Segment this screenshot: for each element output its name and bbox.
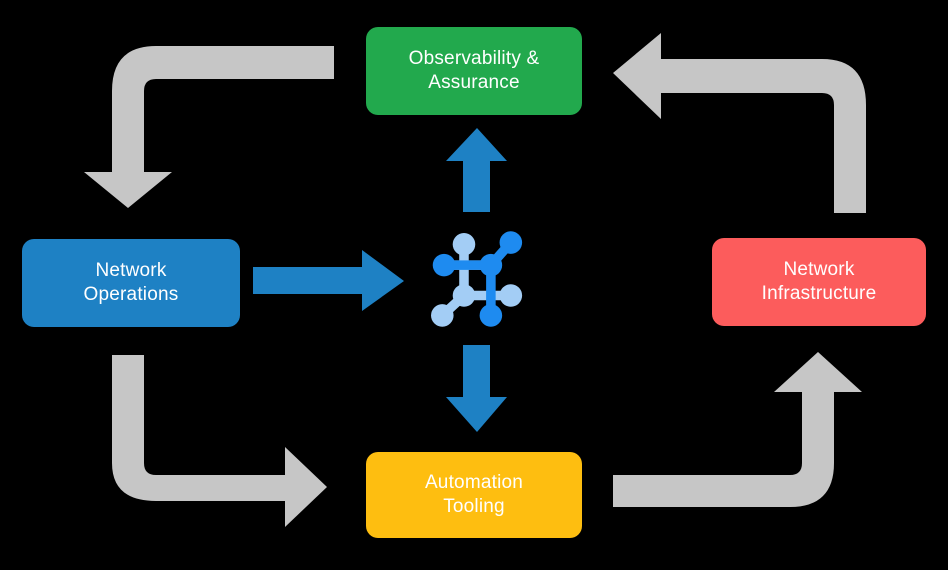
arrow-automation-to-infrastructure [613, 352, 862, 507]
node-mid-left [452, 284, 476, 307]
arrow-infrastructure-to-observability [613, 33, 866, 213]
box-network-infrastructure[interactable]: Network Infrastructure [712, 238, 926, 326]
arrow-center-to-observability [446, 128, 507, 212]
arrow-observability-to-operations [84, 46, 334, 208]
node-bottom [479, 304, 503, 327]
box-observability-label: Observability & Assurance [408, 47, 540, 93]
box-infrastructure-label: Network Infrastructure [761, 258, 877, 304]
node-top [452, 233, 476, 256]
node-bottom-left [431, 304, 454, 327]
node-top-right [499, 231, 523, 254]
box-automation-label: Automation Tooling [424, 471, 524, 517]
node-hub [479, 253, 503, 277]
topology-edges [437, 237, 516, 321]
box-automation-tooling[interactable]: Automation Tooling [366, 452, 582, 538]
arrow-operations-to-automation [112, 355, 327, 527]
box-network-operations[interactable]: Network Operations [22, 239, 240, 327]
topology-nodes [431, 231, 523, 327]
node-left [432, 253, 456, 277]
arrow-center-to-automation [446, 345, 507, 432]
arrow-operations-to-center [253, 250, 404, 311]
box-observability-assurance[interactable]: Observability & Assurance [366, 27, 582, 115]
node-right [499, 284, 523, 307]
network-topology-icon [431, 231, 523, 327]
box-operations-label: Network Operations [83, 259, 179, 305]
